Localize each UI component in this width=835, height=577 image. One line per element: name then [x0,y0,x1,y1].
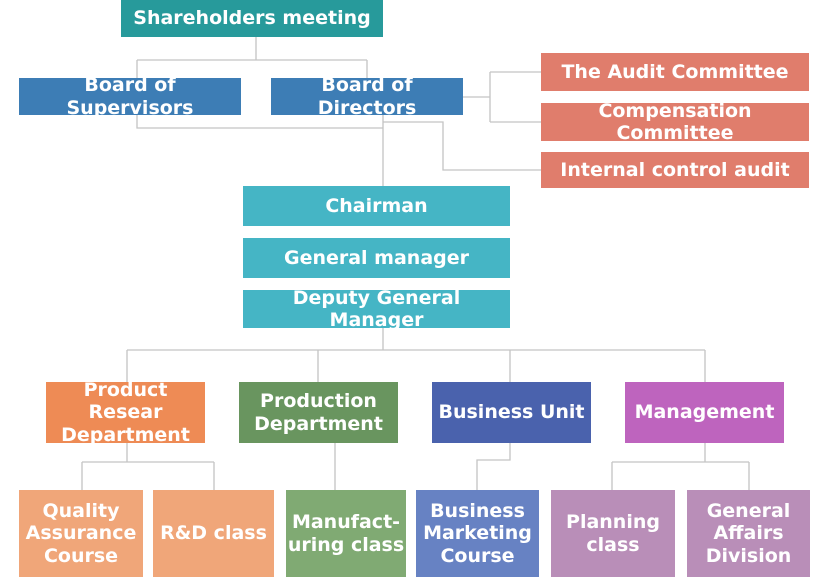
compensation-committee-box: Compensation Committee [541,99,809,144]
deputy-general-manager-box: Deputy General Manager [243,286,510,331]
product-research-department-label: Product Resear Department [61,379,190,446]
chairman-label: Chairman [325,194,428,217]
board-of-directors-label: Board of Directors [317,74,417,119]
internal-control-audit-label: Internal control audit [560,158,790,181]
internal-control-audit-box: Internal control audit [541,152,809,188]
connector-shareholders [136,37,368,78]
rd-class-label: R&D class [160,522,267,545]
connector-internal-control [383,121,541,171]
chairman-box: Chairman [243,186,510,226]
connector-supervisors [136,115,383,129]
manufacturing-class-box: Manufact- uring class [286,490,406,577]
audit-committee-box: The Audit Committee [541,53,809,91]
general-manager-label: General manager [283,246,470,269]
production-department-label: Production Department [254,390,383,435]
planning-class-box: Planning class [551,490,675,577]
manufacturing-class-label: Manufact- uring class [287,511,405,556]
audit-committee-label: The Audit Committee [561,60,789,83]
board-of-directors-box: Board of Directors [271,74,463,119]
general-manager-box: General manager [243,238,510,278]
shareholders-meeting-label: Shareholders meeting [133,7,371,30]
management-label: Management [634,401,775,424]
compensation-committee-label: Compensation Committee [598,99,752,144]
product-research-department-box: Product Resear Department [46,379,205,446]
connector-product-subs [81,443,215,490]
shareholders-meeting-box: Shareholders meeting [121,0,383,37]
management-box: Management [625,382,784,443]
business-unit-box: Business Unit [432,382,591,443]
quality-assurance-course-box: Quality Assurance Course [19,490,143,577]
connector-business-sub [476,443,511,490]
business-marketing-course-box: Business Marketing Course [416,490,539,577]
business-unit-label: Business Unit [438,401,585,424]
connector-management-subs [611,443,750,490]
general-affairs-division-box: General Affairs Division [687,490,810,577]
quality-assurance-course-label: Quality Assurance Course [25,500,137,567]
connector-committees [463,71,541,123]
rd-class-box: R&D class [153,490,274,577]
connector-departments [126,328,706,382]
deputy-general-manager-label: Deputy General Manager [292,286,461,331]
board-of-supervisors-box: Board of Supervisors [19,74,241,119]
production-department-box: Production Department [239,382,398,443]
business-marketing-course-label: Business Marketing Course [423,500,532,567]
general-affairs-division-label: General Affairs Division [705,500,792,567]
planning-class-label: Planning class [566,511,660,556]
board-of-supervisors-label: Board of Supervisors [66,74,194,119]
